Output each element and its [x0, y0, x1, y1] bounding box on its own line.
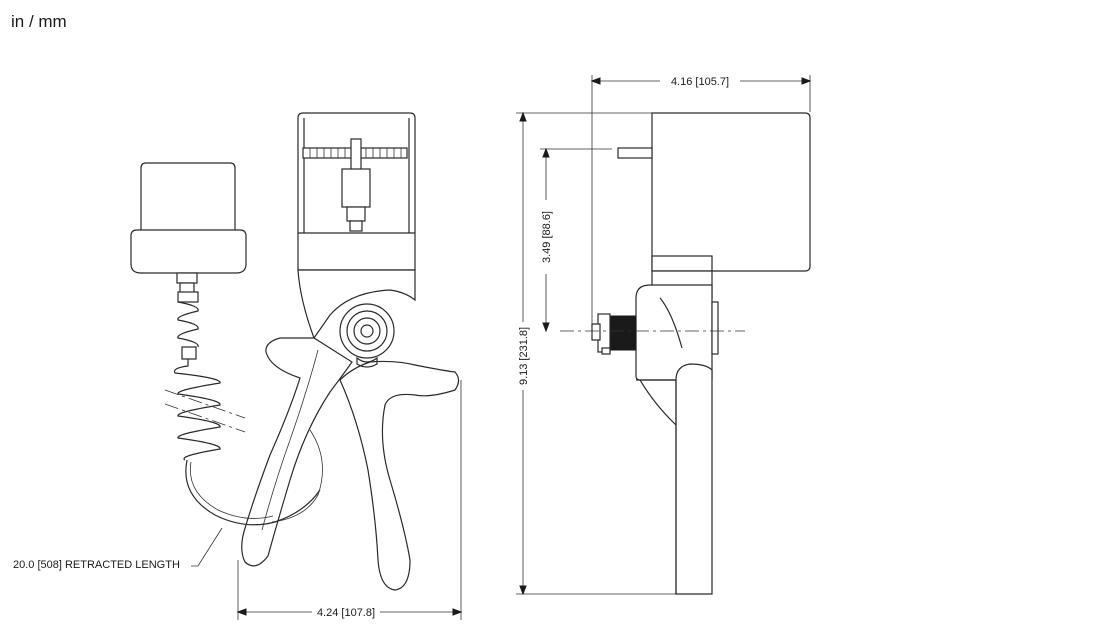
coiled-cord-lower — [173, 359, 221, 461]
front-view: 20.0 [508] RETRACTED LENGTH 4.24 [107.8] — [13, 112, 463, 620]
front-handle-right — [339, 360, 460, 591]
overall-height-label: 9.13 [231.8] — [518, 327, 530, 385]
handle-width-dimension: 4.24 [107.8] — [236, 380, 463, 620]
side-handle — [636, 363, 713, 595]
overall-width-label: 4.16 [105.7] — [671, 76, 729, 88]
side-housing — [651, 112, 811, 272]
probe-head — [130, 162, 247, 294]
coiled-cord-upper — [177, 291, 199, 360]
gear-housing — [297, 112, 416, 271]
center-height-label: 3.49 [88.6] — [541, 211, 553, 263]
overall-height-dimension: 9.13 [231.8] — [516, 111, 676, 596]
handle-width-label: 4.24 [107.8] — [317, 607, 375, 619]
side-gear-stub — [617, 147, 653, 159]
retracted-length-label: 20.0 [508] RETRACTED LENGTH — [13, 559, 180, 571]
collar-neck — [297, 269, 416, 340]
units-label: in / mm — [11, 12, 67, 31]
pivot-hub — [339, 303, 395, 368]
center-height-dimension: 3.49 [88.6] — [540, 147, 612, 333]
overall-width-dimension: 4.16 [105.7] — [590, 75, 812, 332]
side-knob — [591, 313, 637, 355]
front-handle-left — [241, 337, 353, 567]
gear-teeth — [309, 148, 402, 158]
side-view: 4.16 [105.7] 9.13 [231.8] 3.49 [88.6] — [516, 75, 812, 596]
